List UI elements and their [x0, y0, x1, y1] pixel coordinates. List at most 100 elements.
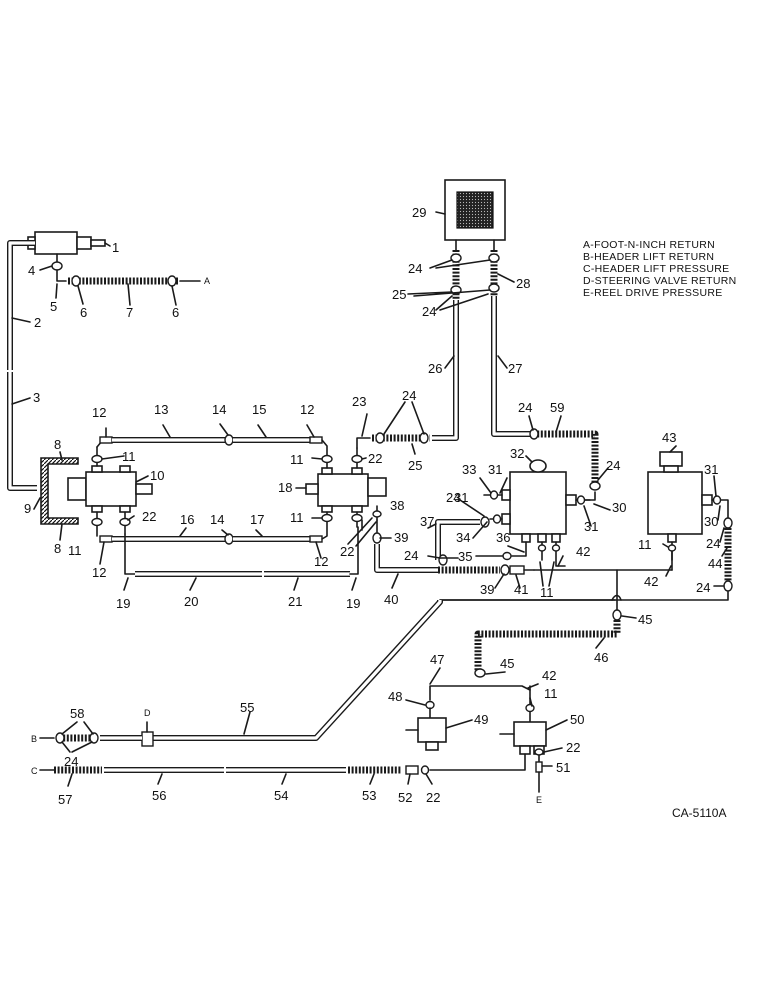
- callout-24h: 24: [706, 536, 720, 551]
- callout-57: 57: [58, 792, 72, 807]
- legend-c: C-HEADER LIFT PRESSURE: [583, 263, 729, 275]
- callout-16: 16: [180, 512, 194, 527]
- callout-21: 21: [288, 594, 302, 609]
- legend-a: A-FOOT-N-INCH RETURN: [583, 239, 715, 251]
- callout-12b: 12: [300, 402, 314, 417]
- callout-52: 52: [398, 790, 412, 805]
- legend: A-FOOT-N-INCH RETURN B-HEADER LIFT RETUR…: [583, 239, 737, 299]
- callout-46: 46: [594, 650, 608, 665]
- callout-17: 17: [250, 512, 264, 527]
- callout-24j: 24: [64, 754, 78, 769]
- tube-27: [491, 296, 530, 437]
- callout-2: 2: [34, 315, 41, 330]
- end-label-a: A: [204, 276, 210, 286]
- callout-50: 50: [570, 712, 584, 727]
- end-label-d: D: [144, 708, 151, 718]
- inline-valve-1: [27, 231, 106, 255]
- callout-59: 59: [550, 400, 564, 415]
- callout-53: 53: [362, 788, 376, 803]
- callout-51: 51: [556, 760, 570, 775]
- callout-4: 4: [28, 263, 35, 278]
- oil-cooler-29: [444, 179, 506, 251]
- union-14-upper: [224, 434, 234, 446]
- callout-49: 49: [474, 712, 488, 727]
- control-valve-10: [67, 465, 153, 513]
- fittings-31-33-34-35-36: [483, 490, 591, 567]
- callout-20: 20: [184, 594, 198, 609]
- callout-42a: 42: [576, 544, 590, 559]
- callout-18: 18: [278, 480, 292, 495]
- hose-40: [438, 564, 535, 576]
- callout-56: 56: [152, 788, 166, 803]
- hose-37: [372, 505, 438, 573]
- valve-block-32: [501, 459, 577, 543]
- tube-3: [7, 372, 37, 491]
- legend-b: B-HEADER LIFT RETURN: [583, 251, 714, 263]
- tube-2: [7, 240, 35, 370]
- fitting-12-upper-right: [309, 436, 323, 444]
- callout-31b: 31: [488, 462, 502, 477]
- callout-41: 41: [514, 582, 528, 597]
- fitting-11-center: [321, 439, 363, 540]
- callout-22e: 22: [426, 790, 440, 805]
- end-label-b: B: [31, 734, 37, 744]
- line-51-e: [534, 748, 544, 793]
- callout-24e: 24: [518, 400, 532, 415]
- callout-45a: 45: [638, 612, 652, 627]
- callout-11f: 11: [638, 537, 652, 552]
- callout-31d: 31: [704, 462, 718, 477]
- callout-5: 5: [50, 299, 57, 314]
- callout-6b: 6: [172, 305, 179, 320]
- callout-39b: 39: [480, 582, 494, 597]
- callout-24d: 24: [422, 304, 436, 319]
- callout-30b: 30: [704, 514, 718, 529]
- callout-22a: 22: [142, 509, 156, 524]
- callout-24g: 24: [446, 490, 460, 505]
- callout-7: 7: [126, 305, 133, 320]
- end-label-c: C: [31, 766, 38, 776]
- callout-30a: 30: [612, 500, 626, 515]
- callout-22c: 22: [340, 544, 354, 559]
- callout-36: 36: [496, 530, 510, 545]
- callout-12d: 12: [314, 554, 328, 569]
- callout-15: 15: [252, 402, 266, 417]
- drawing-code: CA-5110A: [672, 806, 726, 820]
- callout-9: 9: [24, 501, 31, 516]
- hose-7: [68, 275, 201, 287]
- callout-25b: 25: [392, 287, 406, 302]
- callout-14a: 14: [212, 402, 226, 417]
- callout-42b: 42: [644, 574, 658, 589]
- callout-33: 33: [462, 462, 476, 477]
- end-label-e: E: [536, 795, 542, 805]
- callout-35: 35: [458, 549, 472, 564]
- callout-19b: 19: [346, 596, 360, 611]
- line-22-52: [405, 753, 526, 775]
- fitting-4-5: [51, 253, 67, 282]
- line-23-25: [356, 300, 459, 449]
- callout-24c: 24: [408, 261, 422, 276]
- callout-11a: 11: [122, 449, 136, 464]
- callout-32: 32: [510, 446, 524, 461]
- callout-24a: 24: [402, 388, 416, 403]
- callout-13: 13: [154, 402, 168, 417]
- callout-11e: 11: [540, 585, 554, 600]
- callout-24f: 24: [606, 458, 620, 473]
- leader-lines: [11, 211, 728, 787]
- callout-39a: 39: [394, 530, 408, 545]
- callout-26: 26: [428, 361, 442, 376]
- callout-38: 38: [390, 498, 404, 513]
- callout-3: 3: [33, 390, 40, 405]
- hose-37-upper: [435, 516, 490, 566]
- callout-12a: 12: [92, 405, 106, 420]
- callout-55: 55: [240, 700, 254, 715]
- callout-47: 47: [430, 652, 444, 667]
- callout-42c: 42: [542, 668, 556, 683]
- callout-11d: 11: [290, 510, 304, 525]
- callout-6a: 6: [80, 305, 87, 320]
- callout-37: 37: [420, 514, 434, 529]
- callout-34: 34: [456, 530, 470, 545]
- callout-10: 10: [150, 468, 164, 483]
- legend-d: D-STEERING VALVE RETURN: [583, 275, 737, 287]
- legend-e: E-REEL DRIVE PRESSURE: [583, 287, 723, 299]
- callout-25a: 25: [408, 458, 422, 473]
